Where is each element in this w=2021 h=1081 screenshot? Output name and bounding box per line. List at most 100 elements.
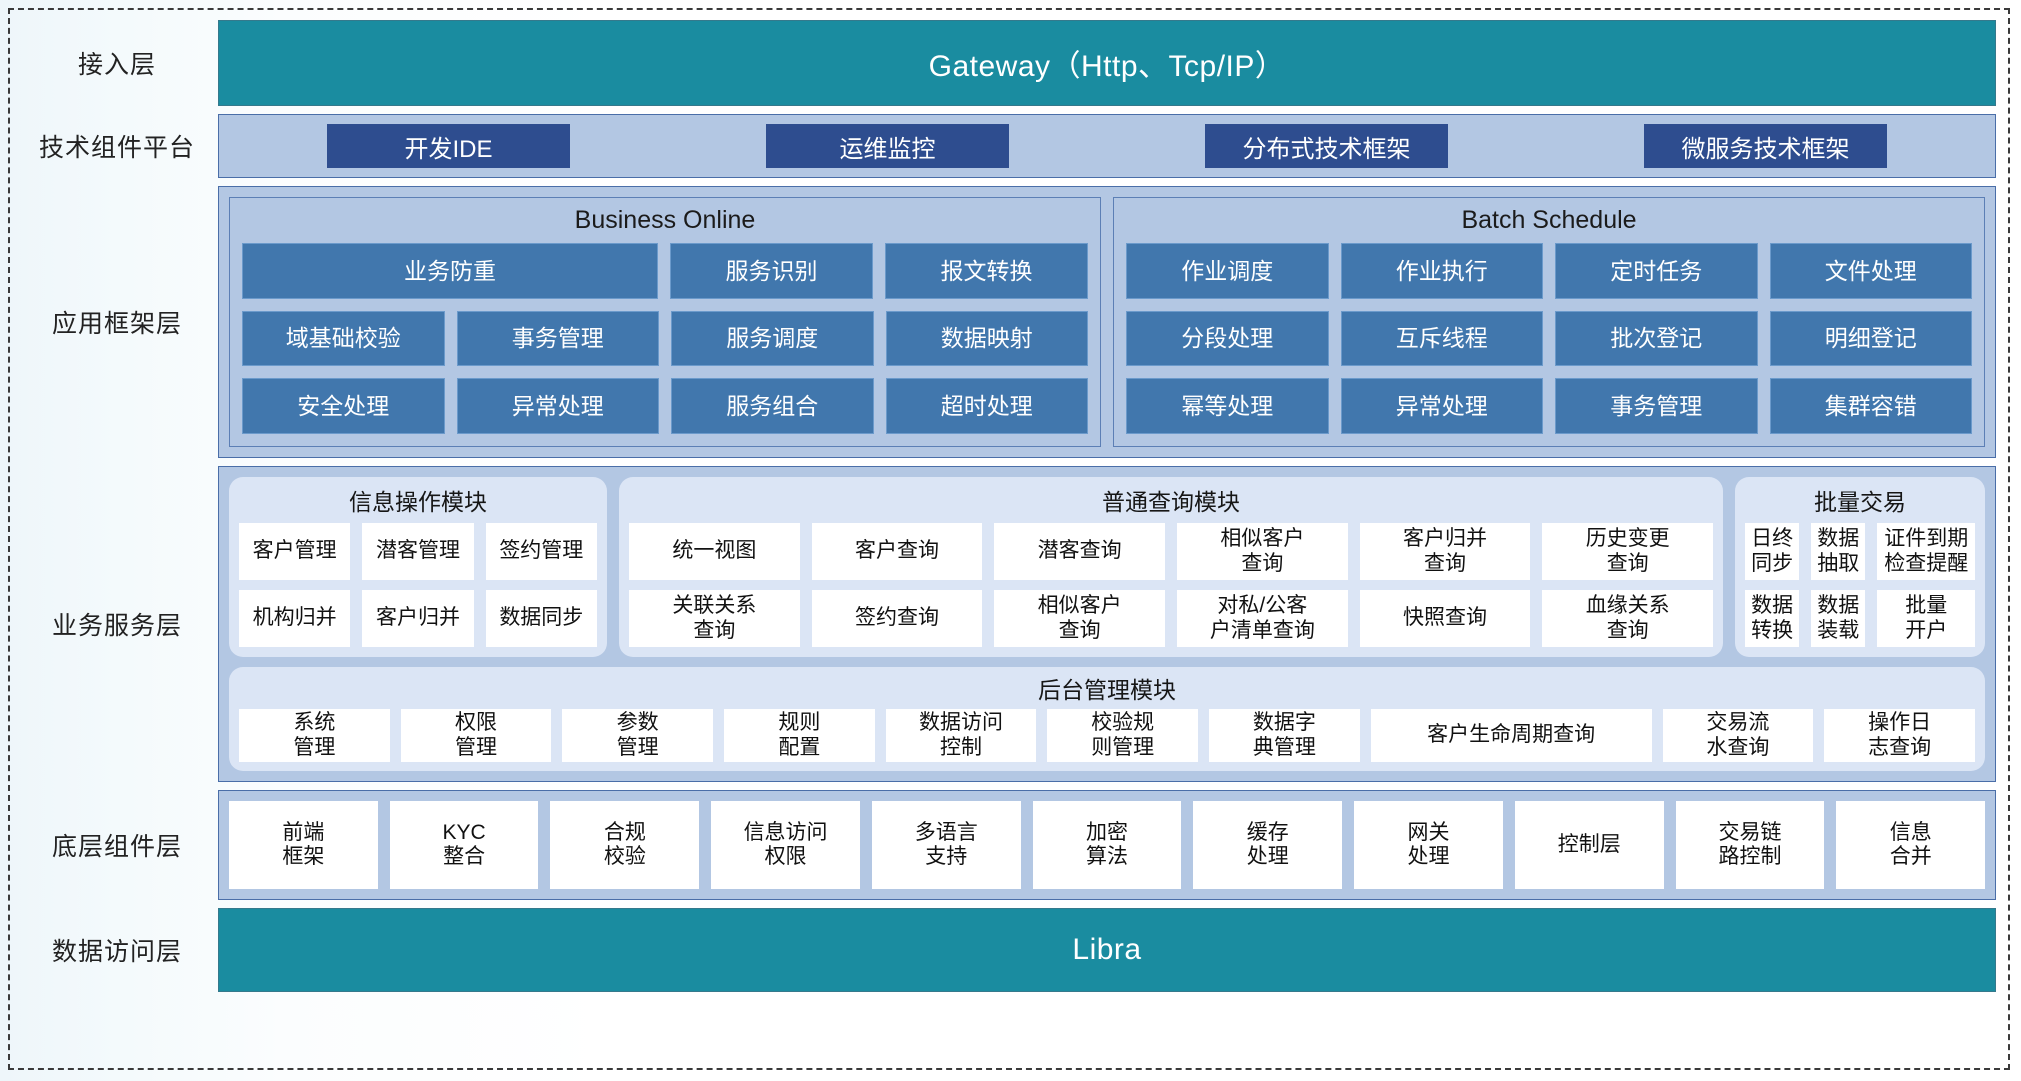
info-operation-row-1: 客户管理 潜客管理 签约管理: [239, 523, 597, 580]
cell-cluster-fault-tolerance[interactable]: 集群容错: [1769, 378, 1972, 435]
batch-transaction-row-2: 数据转换 数据装载 批量开户: [1745, 590, 1975, 647]
layer-label-data: 数据访问层: [51, 938, 182, 966]
cell-security-processing[interactable]: 安全处理: [242, 378, 445, 435]
cell-gateway-processing[interactable]: 网关处理: [1354, 801, 1503, 889]
cell-frontend-framework[interactable]: 前端框架: [229, 801, 378, 889]
cell-data-access-control[interactable]: 数据访问控制: [885, 709, 1037, 762]
cell-customer-query[interactable]: 客户查询: [811, 523, 983, 580]
cell-data-dictionary-management[interactable]: 数据字典管理: [1209, 709, 1360, 762]
cell-detail-registration[interactable]: 明细登记: [1769, 310, 1972, 367]
cell-similar-customer-query-1[interactable]: 相似客户查询: [1177, 523, 1348, 580]
cell-message-transform[interactable]: 报文转换: [885, 243, 1088, 299]
cell-similar-customer-query-2[interactable]: 相似客户查询: [994, 590, 1166, 647]
cell-job-execution[interactable]: 作业执行: [1340, 243, 1543, 299]
cell-rule-configuration[interactable]: 规则配置: [724, 709, 875, 762]
info-operation-row-2: 机构归并 客户归并 数据同步: [239, 590, 597, 647]
tech-chip-dev-ide[interactable]: 开发IDE: [327, 124, 570, 168]
cell-batch-exception-processing[interactable]: 异常处理: [1340, 378, 1543, 435]
batch-schedule-row-3: 幂等处理 异常处理 事务管理 集群容错: [1126, 378, 1972, 435]
cell-batch-transaction-management[interactable]: 事务管理: [1555, 378, 1758, 435]
layer-label-access: 接入层: [77, 51, 156, 79]
cell-unified-view[interactable]: 统一视图: [629, 523, 800, 580]
cell-file-processing[interactable]: 文件处理: [1769, 243, 1972, 299]
gateway-bar: Gateway（Http、Tcp/IP）: [218, 20, 1996, 106]
cell-info-merge[interactable]: 信息合并: [1836, 801, 1986, 889]
cell-customer-lifecycle-query[interactable]: 客户生命周期查询: [1370, 709, 1652, 762]
module-common-query: 普通查询模块 统一视图 客户查询 潜客查询 相似客户查询 客户归并查询 历史变更…: [619, 477, 1723, 657]
cell-retail-corporate-customer-list-query[interactable]: 对私/公客户清单查询: [1177, 590, 1348, 647]
cell-data-transform[interactable]: 数据转换: [1745, 590, 1800, 647]
tech-chip-microservice-framework[interactable]: 微服务技术框架: [1644, 124, 1887, 168]
cell-service-identify[interactable]: 服务识别: [670, 243, 874, 299]
module-batch-transaction: 批量交易 日终同步 数据抽取 证件到期检查提醒 数据转换 数据装载 批量开户: [1735, 477, 1985, 657]
business-online-row-1: 业务防重 服务识别 报文转换: [242, 243, 1088, 299]
cell-business-dedup[interactable]: 业务防重: [242, 243, 659, 299]
layer-label-base: 底层组件层: [51, 833, 182, 861]
cell-idempotent-processing[interactable]: 幂等处理: [1126, 378, 1329, 435]
cell-system-management[interactable]: 系统管理: [239, 709, 390, 762]
common-query-row-2: 关联关系查询 签约查询 相似客户查询 对私/公客户清单查询 快照查询 血缘关系查…: [629, 590, 1714, 647]
batch-schedule-row-2: 分段处理 互斥线程 批次登记 明细登记: [1126, 310, 1972, 367]
cell-contract-management[interactable]: 签约管理: [485, 523, 597, 580]
cell-exception-processing[interactable]: 异常处理: [456, 378, 659, 435]
batch-transaction-row-1: 日终同步 数据抽取 证件到期检查提醒: [1745, 523, 1975, 580]
cell-mutex-thread[interactable]: 互斥线程: [1340, 310, 1543, 367]
layer-label-tech: 技术组件平台: [38, 134, 195, 162]
cell-domain-base-validate[interactable]: 域基础校验: [242, 310, 445, 367]
cell-batch-account-opening[interactable]: 批量开户: [1877, 590, 1975, 647]
cell-permission-management[interactable]: 权限管理: [400, 709, 552, 762]
cell-lineage-query[interactable]: 血缘关系查询: [1542, 590, 1714, 647]
module-title-common-query: 普通查询模块: [1102, 489, 1240, 515]
cell-batch-registration[interactable]: 批次登记: [1555, 310, 1758, 367]
cell-snapshot-query[interactable]: 快照查询: [1359, 590, 1531, 647]
tech-chip-distributed-framework[interactable]: 分布式技术框架: [1205, 124, 1448, 168]
cell-encryption-algorithm[interactable]: 加密算法: [1032, 801, 1182, 889]
cell-cache-processing[interactable]: 缓存处理: [1193, 801, 1343, 889]
cell-customer-merge[interactable]: 客户归并: [362, 590, 474, 647]
group-title-business-online: Business Online: [574, 206, 756, 234]
cell-customer-management[interactable]: 客户管理: [239, 523, 351, 580]
diagram-border: [8, 8, 2010, 1070]
cell-compliance-check[interactable]: 合规校验: [550, 801, 700, 889]
cell-scheduled-task[interactable]: 定时任务: [1555, 243, 1758, 299]
cell-timeout-processing[interactable]: 超时处理: [885, 378, 1088, 435]
cell-multilanguage-support[interactable]: 多语言支持: [871, 801, 1021, 889]
cell-control-layer[interactable]: 控制层: [1514, 801, 1664, 889]
cell-certificate-expiry-reminder[interactable]: 证件到期检查提醒: [1877, 523, 1975, 580]
cell-data-mapping[interactable]: 数据映射: [885, 310, 1088, 367]
cell-info-access-permission[interactable]: 信息访问权限: [711, 801, 860, 889]
cell-org-merge[interactable]: 机构归并: [239, 590, 351, 647]
cell-parameter-management[interactable]: 参数管理: [562, 709, 714, 762]
layer-label-appfw: 应用框架层: [51, 310, 182, 338]
cell-contract-query[interactable]: 签约查询: [811, 590, 983, 647]
cell-service-scheduling[interactable]: 服务调度: [671, 310, 874, 367]
cell-eod-sync[interactable]: 日终同步: [1745, 523, 1800, 580]
common-query-row-1: 统一视图 客户查询 潜客查询 相似客户查询 客户归并查询 历史变更查询: [629, 523, 1714, 580]
cell-service-composition[interactable]: 服务组合: [671, 378, 874, 435]
libra-bar: Libra: [218, 908, 1996, 992]
cell-data-load[interactable]: 数据装载: [1811, 590, 1866, 647]
cell-prospect-management[interactable]: 潜客管理: [362, 523, 474, 580]
cell-transaction-management[interactable]: 事务管理: [456, 310, 659, 367]
cell-validation-rule-management[interactable]: 校验规则管理: [1047, 709, 1199, 762]
tech-chip-ops-monitor[interactable]: 运维监控: [766, 124, 1009, 168]
cell-operation-log-query[interactable]: 操作日志查询: [1824, 709, 1975, 762]
cell-relationship-query[interactable]: 关联关系查询: [629, 590, 800, 647]
cell-segment-processing[interactable]: 分段处理: [1126, 310, 1329, 367]
cell-data-sync[interactable]: 数据同步: [485, 590, 597, 647]
layer-grid: 接入层 Gateway（Http、Tcp/IP） 技术组件平台 开发IDE 运维…: [16, 14, 2006, 1066]
cell-customer-merge-query[interactable]: 客户归并查询: [1359, 523, 1531, 580]
business-online-row-2: 域基础校验 事务管理 服务调度 数据映射: [242, 310, 1088, 367]
cell-prospect-query[interactable]: 潜客查询: [994, 523, 1166, 580]
cell-transaction-flow-query[interactable]: 交易流水查询: [1662, 709, 1814, 762]
cell-transaction-chain-control[interactable]: 交易链路控制: [1675, 801, 1825, 889]
backoffice-row: 系统管理 权限管理 参数管理 规则配置 数据访问控制 校验规则管理 数据字典管理…: [239, 709, 1975, 762]
business-service-panel: 信息操作模块 客户管理 潜客管理 签约管理 机构归并 客户归并 数据同步: [218, 466, 1996, 782]
cell-data-extract[interactable]: 数据抽取: [1811, 523, 1866, 580]
cell-history-change-query[interactable]: 历史变更查询: [1542, 523, 1714, 580]
cell-job-scheduling[interactable]: 作业调度: [1126, 243, 1329, 299]
